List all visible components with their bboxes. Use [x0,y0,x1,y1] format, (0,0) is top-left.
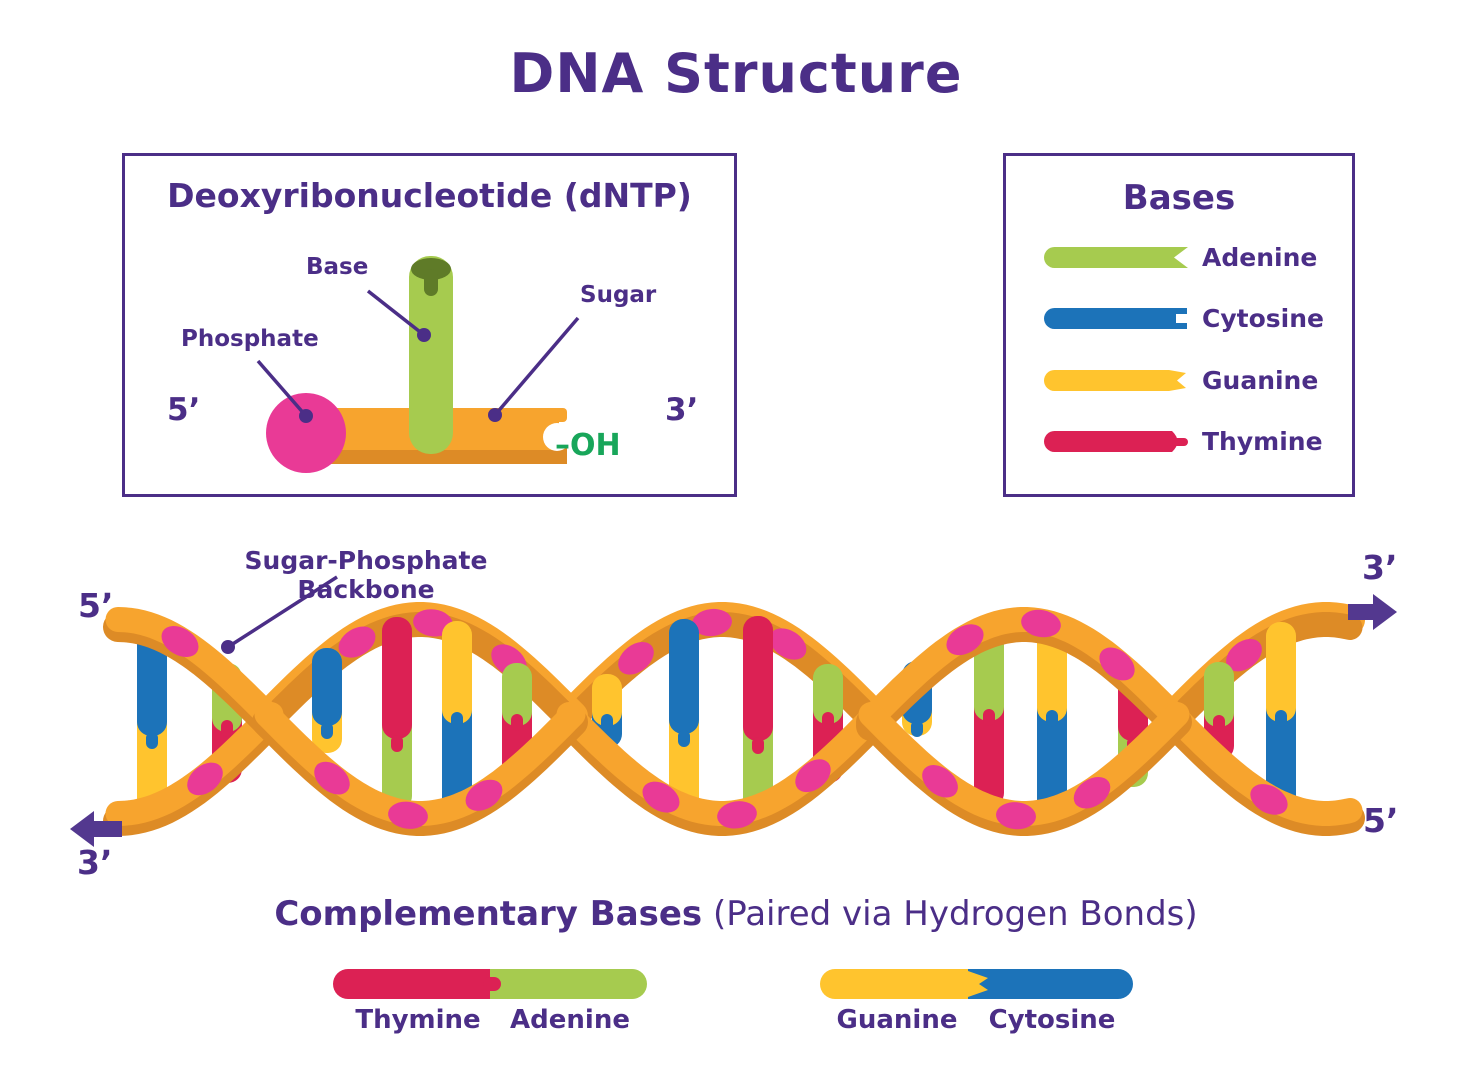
dntp-five-prime-label: 5’ [167,392,201,428]
thymine-bar-icon [1044,431,1188,452]
page-title: DNA Structure [509,42,963,105]
pair-bars-graphic [333,969,1133,999]
dntp-three-prime-label: 3’ [665,392,699,428]
helix-top-right-end: 3’ [1362,548,1398,587]
backbone-label: Sugar-Phosphate Backbone [244,546,488,604]
adenine-bar-icon [1044,247,1188,268]
cytosine-label: Cytosine [1202,304,1324,333]
dntp-panel-title: Deoxyribonucleotide (dNTP) [167,176,692,215]
dntp-graphic [256,256,580,473]
helix-top-left-end: 5’ [78,586,114,625]
complementary-heading-rest: (Paired via Hydrogen Bonds) [702,894,1198,934]
helix-bottom-left-end: 3’ [77,843,113,882]
guanine-bar-icon [1044,370,1186,391]
complementary-heading: Complementary Bases (Paired via Hydrogen… [0,894,1472,934]
helix-bottom-right-end: 5’ [1363,801,1399,840]
pair-adenine-label: Adenine [510,1005,630,1035]
oh-group-label: –OH [555,428,621,463]
guanine-label: Guanine [1202,366,1319,395]
dntp-panel: Deoxyribonucleotide (dNTP) Base Sugar Ph… [122,153,737,497]
sugar-label: Sugar [580,282,657,308]
helix-graphic [70,575,1397,847]
cytosine-bar-icon [1044,308,1187,329]
pair-cytosine-label: Cytosine [988,1005,1116,1035]
bases-legend-panel: Bases Adenine Cytosine Guanine Thymine [1003,153,1355,497]
phosphate-label: Phosphate [181,326,319,352]
complementary-heading-bold: Complementary Bases [274,894,703,934]
bases-legend-title: Bases [1122,178,1236,218]
base-label: Base [306,254,369,280]
adenine-label: Adenine [1202,243,1318,272]
thymine-label: Thymine [1202,427,1323,456]
pair-guanine-label: Guanine [836,1005,958,1035]
pair-thymine-label: Thymine [355,1005,481,1035]
